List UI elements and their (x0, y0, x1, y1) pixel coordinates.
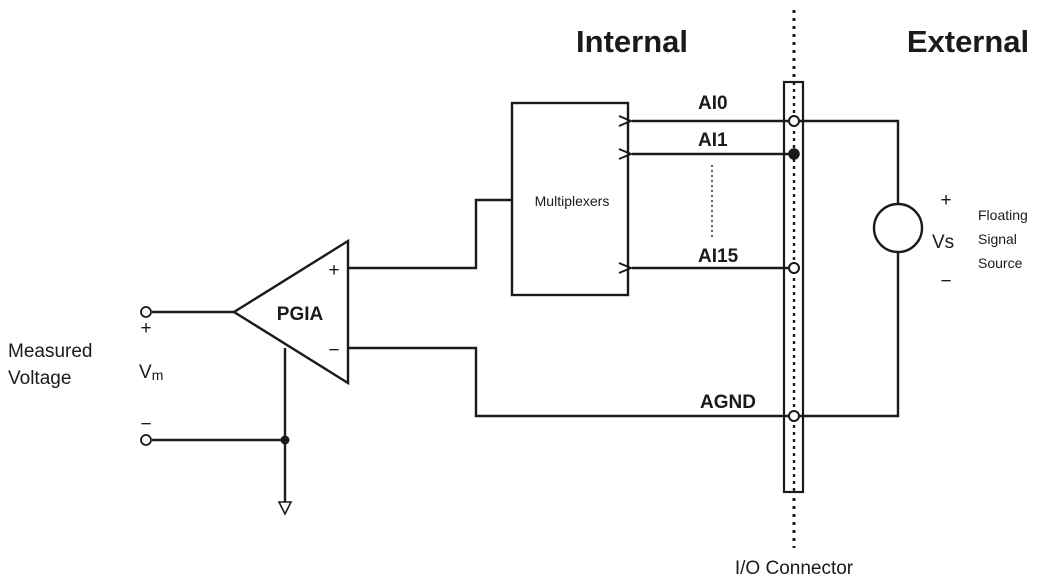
source-plus-sign: + (940, 190, 951, 211)
voltage-source-symbol (872, 202, 924, 254)
measured-voltage-line2: Voltage (8, 368, 71, 389)
source-minus-sign: − (940, 271, 951, 292)
ground-icon (277, 501, 293, 516)
ai15-terminal (788, 262, 800, 274)
source-label-line3: Source (978, 255, 1023, 271)
vm-label: Vm (139, 362, 163, 383)
measured-minus-terminal (140, 434, 152, 446)
multiplexer-label: Multiplexers (535, 193, 610, 209)
pgia-minus-to-agnd-wire (348, 346, 789, 418)
source-label-line1: Floating (978, 207, 1028, 223)
pgia-minus-sign: − (328, 340, 339, 361)
multiplexer-block (510, 101, 630, 297)
ai1-label: AI1 (698, 130, 728, 151)
measured-plus-sign: + (140, 318, 151, 339)
source-label-line2: Signal (978, 231, 1017, 247)
agnd-terminal (788, 410, 800, 422)
ai0-terminal (788, 115, 800, 127)
external-heading: External (907, 24, 1029, 59)
ground-junction-dot (280, 435, 290, 445)
ai15-label: AI15 (698, 246, 739, 267)
ai1-terminal (788, 148, 800, 160)
agnd-label: AGND (700, 392, 756, 413)
source-vs-label: Vs (932, 232, 954, 253)
mux-to-pgia-plus-wire (348, 198, 512, 270)
measured-voltage-line1: Measured (8, 341, 93, 362)
measured-plus-terminal (140, 306, 152, 318)
internal-heading: Internal (576, 24, 688, 59)
vm-subscript: m (152, 367, 164, 383)
source-bottom-wire (799, 253, 900, 418)
measured-minus-sign: − (140, 414, 151, 435)
source-top-wire (799, 119, 900, 203)
pgia-plus-sign: + (328, 260, 339, 281)
pgia-amplifier (231, 238, 350, 386)
pgia-label: PGIA (277, 304, 324, 325)
vm-main: V (139, 362, 152, 383)
io-connector-label: I/O Connector (735, 558, 854, 579)
ai0-label: AI0 (698, 93, 728, 114)
